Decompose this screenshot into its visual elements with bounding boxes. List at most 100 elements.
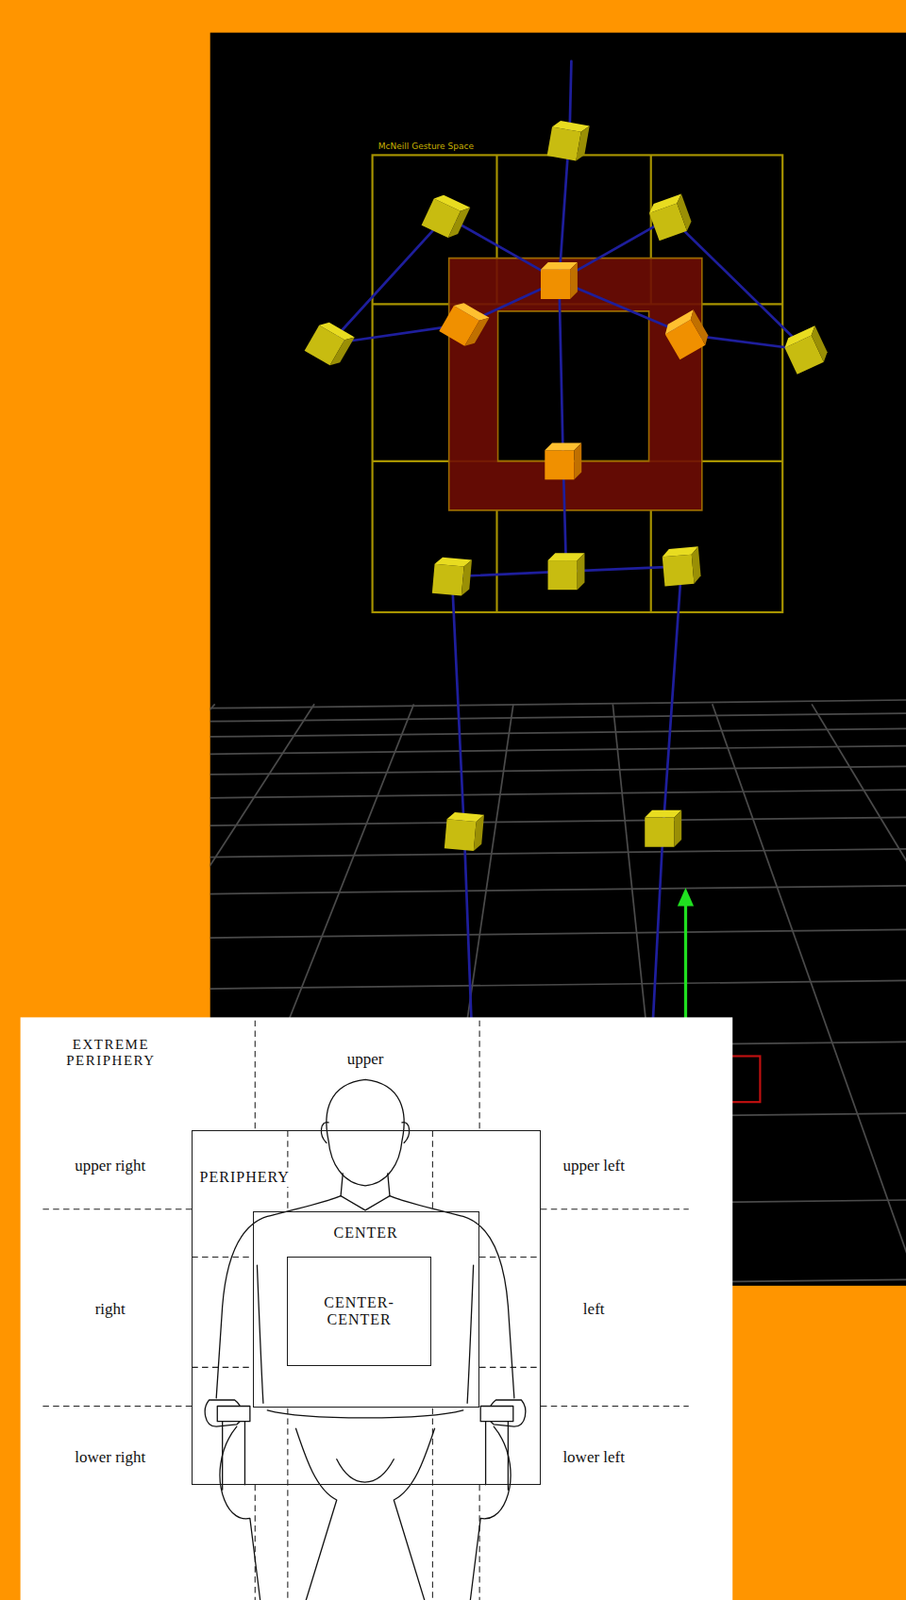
figure-ear: [320, 1123, 329, 1144]
floor-line: [210, 849, 906, 858]
zone-divider: [432, 1130, 434, 1213]
cube-face: [577, 553, 586, 590]
cube-face: [473, 814, 485, 852]
zone-divider: [254, 1021, 256, 1132]
joint-cube: [540, 262, 578, 300]
floor-line: [210, 929, 906, 939]
floor-line: [811, 704, 906, 1287]
cube-face: [807, 325, 831, 363]
periphery-box: CENTER-CENTER CENTER PERIPHERY: [191, 1130, 541, 1485]
joint-cube: [547, 119, 590, 163]
zone-label: upper: [344, 1050, 387, 1070]
cube-face: [330, 333, 355, 370]
chair-arm: [217, 1406, 251, 1422]
zone-label: left: [580, 1300, 608, 1320]
cube-face: [548, 560, 578, 590]
joint-cube: [304, 318, 355, 370]
floor-line: [210, 728, 906, 738]
cube-face: [573, 442, 582, 480]
joint-cube: [548, 553, 586, 590]
floor-line: [210, 700, 906, 709]
region-label: PERIPHERY: [198, 1169, 292, 1187]
zone-divider: [540, 1208, 689, 1210]
zone-label: lower left: [559, 1447, 628, 1467]
zone-divider: [479, 1367, 541, 1369]
joint-cube: [444, 811, 485, 852]
panel-caption: McNeill Gesture Space: [375, 140, 477, 151]
cube-face: [661, 309, 698, 335]
skeleton-bone: [653, 828, 664, 1021]
zone-divider: [254, 1485, 256, 1600]
zone-divider: [42, 1406, 192, 1408]
joint-cube: [438, 299, 489, 350]
floor-line: [210, 789, 906, 799]
zone-divider: [191, 1257, 253, 1259]
center-frame: [449, 258, 703, 511]
joint-cube: [781, 325, 831, 375]
joint-cube: [432, 556, 472, 597]
cube-face: [690, 546, 702, 584]
joint-cube: [661, 546, 702, 587]
cube-face: [461, 559, 472, 597]
floor-line: [210, 746, 906, 755]
figure-arm: [467, 1265, 473, 1404]
figure-waist: [267, 1410, 464, 1419]
floor-line: [210, 713, 906, 722]
skeleton-bone: [464, 832, 472, 1022]
figure-leg: [219, 1426, 261, 1600]
cube-face: [540, 269, 571, 300]
zone-divider: [479, 1021, 481, 1132]
floor-line: [712, 704, 906, 1287]
skeleton-bone: [558, 280, 563, 461]
cube-face: [448, 204, 471, 242]
joint-cube: [646, 193, 694, 241]
center-center-box: CENTER-CENTER: [286, 1257, 433, 1368]
skeleton-bone: [663, 566, 682, 829]
axis-arrow: [684, 904, 688, 1021]
joint-cubes: [304, 119, 831, 853]
zone-divider: [286, 1409, 288, 1600]
joint-cube: [644, 810, 682, 848]
floor-line: [210, 766, 906, 775]
gesture-grid-line: [650, 510, 653, 613]
figure-leg: [393, 1428, 435, 1600]
zone-divider: [191, 1367, 253, 1369]
joint-cube: [661, 309, 712, 360]
region-label: EXTREME PERIPHERY: [42, 1037, 179, 1071]
zone-divider: [42, 1208, 192, 1210]
joint-cube: [544, 442, 582, 480]
figure-ear: [402, 1123, 410, 1144]
cube-face: [444, 819, 477, 852]
cube-face: [464, 314, 489, 351]
gesture-grid-line: [495, 510, 498, 613]
cube-face: [432, 564, 465, 597]
figure-leg: [469, 1426, 511, 1600]
figure-collar: [340, 1196, 390, 1211]
figure-arm: [389, 1196, 515, 1399]
figure-head: [326, 1079, 404, 1186]
zone-label: right: [92, 1300, 129, 1320]
gesture-grid-outline: [372, 154, 784, 613]
cube-face: [662, 554, 695, 588]
cube-face: [547, 126, 582, 161]
chair-arm: [480, 1406, 514, 1422]
figure-arm: [256, 1265, 263, 1404]
cube-face: [575, 124, 589, 163]
floor-line: [210, 817, 906, 826]
skeleton-bone: [452, 576, 465, 832]
chair-post: [222, 1422, 246, 1491]
skeleton-bone: [558, 148, 569, 282]
zone-label: lower right: [71, 1447, 149, 1467]
figure-leg: [296, 1428, 337, 1600]
cube-face: [570, 262, 578, 300]
floor-line: [210, 980, 906, 990]
zone-divider: [479, 1485, 481, 1600]
region-label: CENTER: [331, 1224, 400, 1242]
cube-face: [673, 810, 682, 848]
floor-line: [210, 886, 906, 895]
